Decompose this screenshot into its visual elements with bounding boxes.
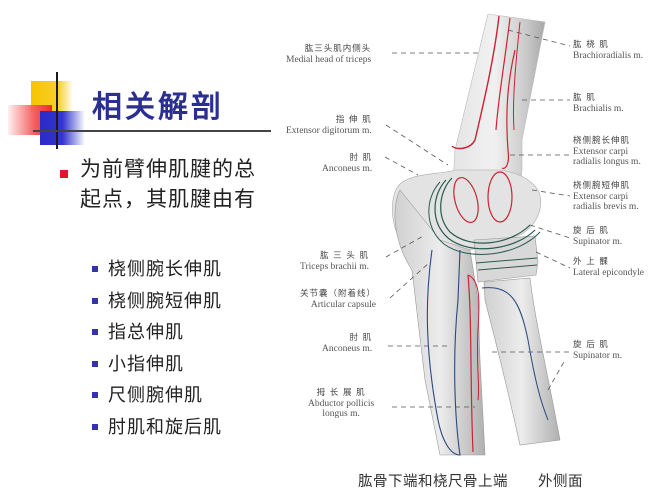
main-point-text: 为前臂伸肌腱的总起点，其肌腱由有	[80, 157, 256, 211]
label-lateral-epicondyle: 外 上 髁 Lateral epicondyle	[573, 257, 644, 278]
logo-blue-block	[40, 111, 85, 145]
list-item: 桡侧腕长伸肌	[90, 254, 222, 286]
label-medial-head-triceps: 肱三头肌内侧头 Medial head of triceps	[286, 44, 372, 65]
square-bullet-icon	[92, 297, 98, 304]
caption-view: 外侧面	[538, 474, 583, 490]
label-anconeus-upper: 肘 肌 Anconeus m.	[322, 153, 373, 174]
muscle-list: 桡侧腕长伸肌 桡侧腕短伸肌 指总伸肌 小指伸肌 尺侧腕伸肌 肘肌和旋后肌	[90, 254, 222, 443]
label-brachioradialis: 肱 桡 肌 Brachioradialis m.	[573, 40, 644, 61]
label-abductor-pollicis-longus: 拇 长 展 肌 Abductor pollicis longus m.	[308, 388, 375, 419]
square-bullet-icon	[92, 392, 98, 398]
label-ecr-brevis: 桡侧腕短伸肌 Extensor carpi radialis brevis m.	[573, 181, 639, 212]
list-item: 指总伸肌	[90, 317, 222, 349]
label-anconeus-lower: 肘 肌 Anconeus m.	[322, 333, 373, 354]
square-bullet-icon	[92, 329, 98, 335]
label-extensor-digitorum: 指 伸 肌 Extensor digitorum m.	[286, 115, 372, 136]
label-articular-capsule: 关节囊（附着线） Articular capsule	[300, 289, 377, 310]
caption-main: 肱骨下端和桡尺骨上端	[358, 474, 508, 490]
label-supinator-upper: 旋 后 肌 Supinator m.	[573, 226, 623, 247]
list-item: 尺侧腕伸肌	[90, 380, 222, 412]
label-supinator-lower: 旋 后 肌 Supinator m.	[573, 340, 623, 361]
list-item-label: 桡侧腕短伸肌	[108, 290, 222, 312]
slide-title: 相关解剖	[92, 90, 224, 125]
title-underline	[33, 130, 271, 132]
logo-vertical-line	[56, 72, 58, 149]
square-bullet-icon	[92, 360, 98, 367]
figure-caption: 肱骨下端和桡尺骨上端 外侧面	[358, 470, 583, 491]
label-triceps-brachii: 肱 三 头 肌 Triceps brachii m.	[300, 251, 370, 272]
list-item-label: 小指伸肌	[108, 353, 184, 375]
list-item: 小指伸肌	[90, 349, 222, 381]
square-bullet-icon	[92, 266, 98, 272]
square-bullet-icon	[92, 423, 98, 430]
list-item-label: 指总伸肌	[108, 322, 184, 343]
list-item: 桡侧腕短伸肌	[90, 286, 222, 318]
label-ecr-longus: 桡侧腕长伸肌 Extensor carpi radialis longus m.	[573, 136, 641, 167]
list-item-label: 肘肌和旋后肌	[108, 416, 222, 438]
list-item-label: 桡侧腕长伸肌	[108, 259, 222, 280]
title-decoration-logo	[0, 60, 100, 160]
list-item-label: 尺侧腕伸肌	[108, 385, 203, 406]
main-bullet-icon	[60, 170, 68, 178]
label-brachialis: 肱 肌 Brachialis m.	[573, 93, 624, 114]
list-item: 肘肌和旋后肌	[90, 412, 222, 444]
